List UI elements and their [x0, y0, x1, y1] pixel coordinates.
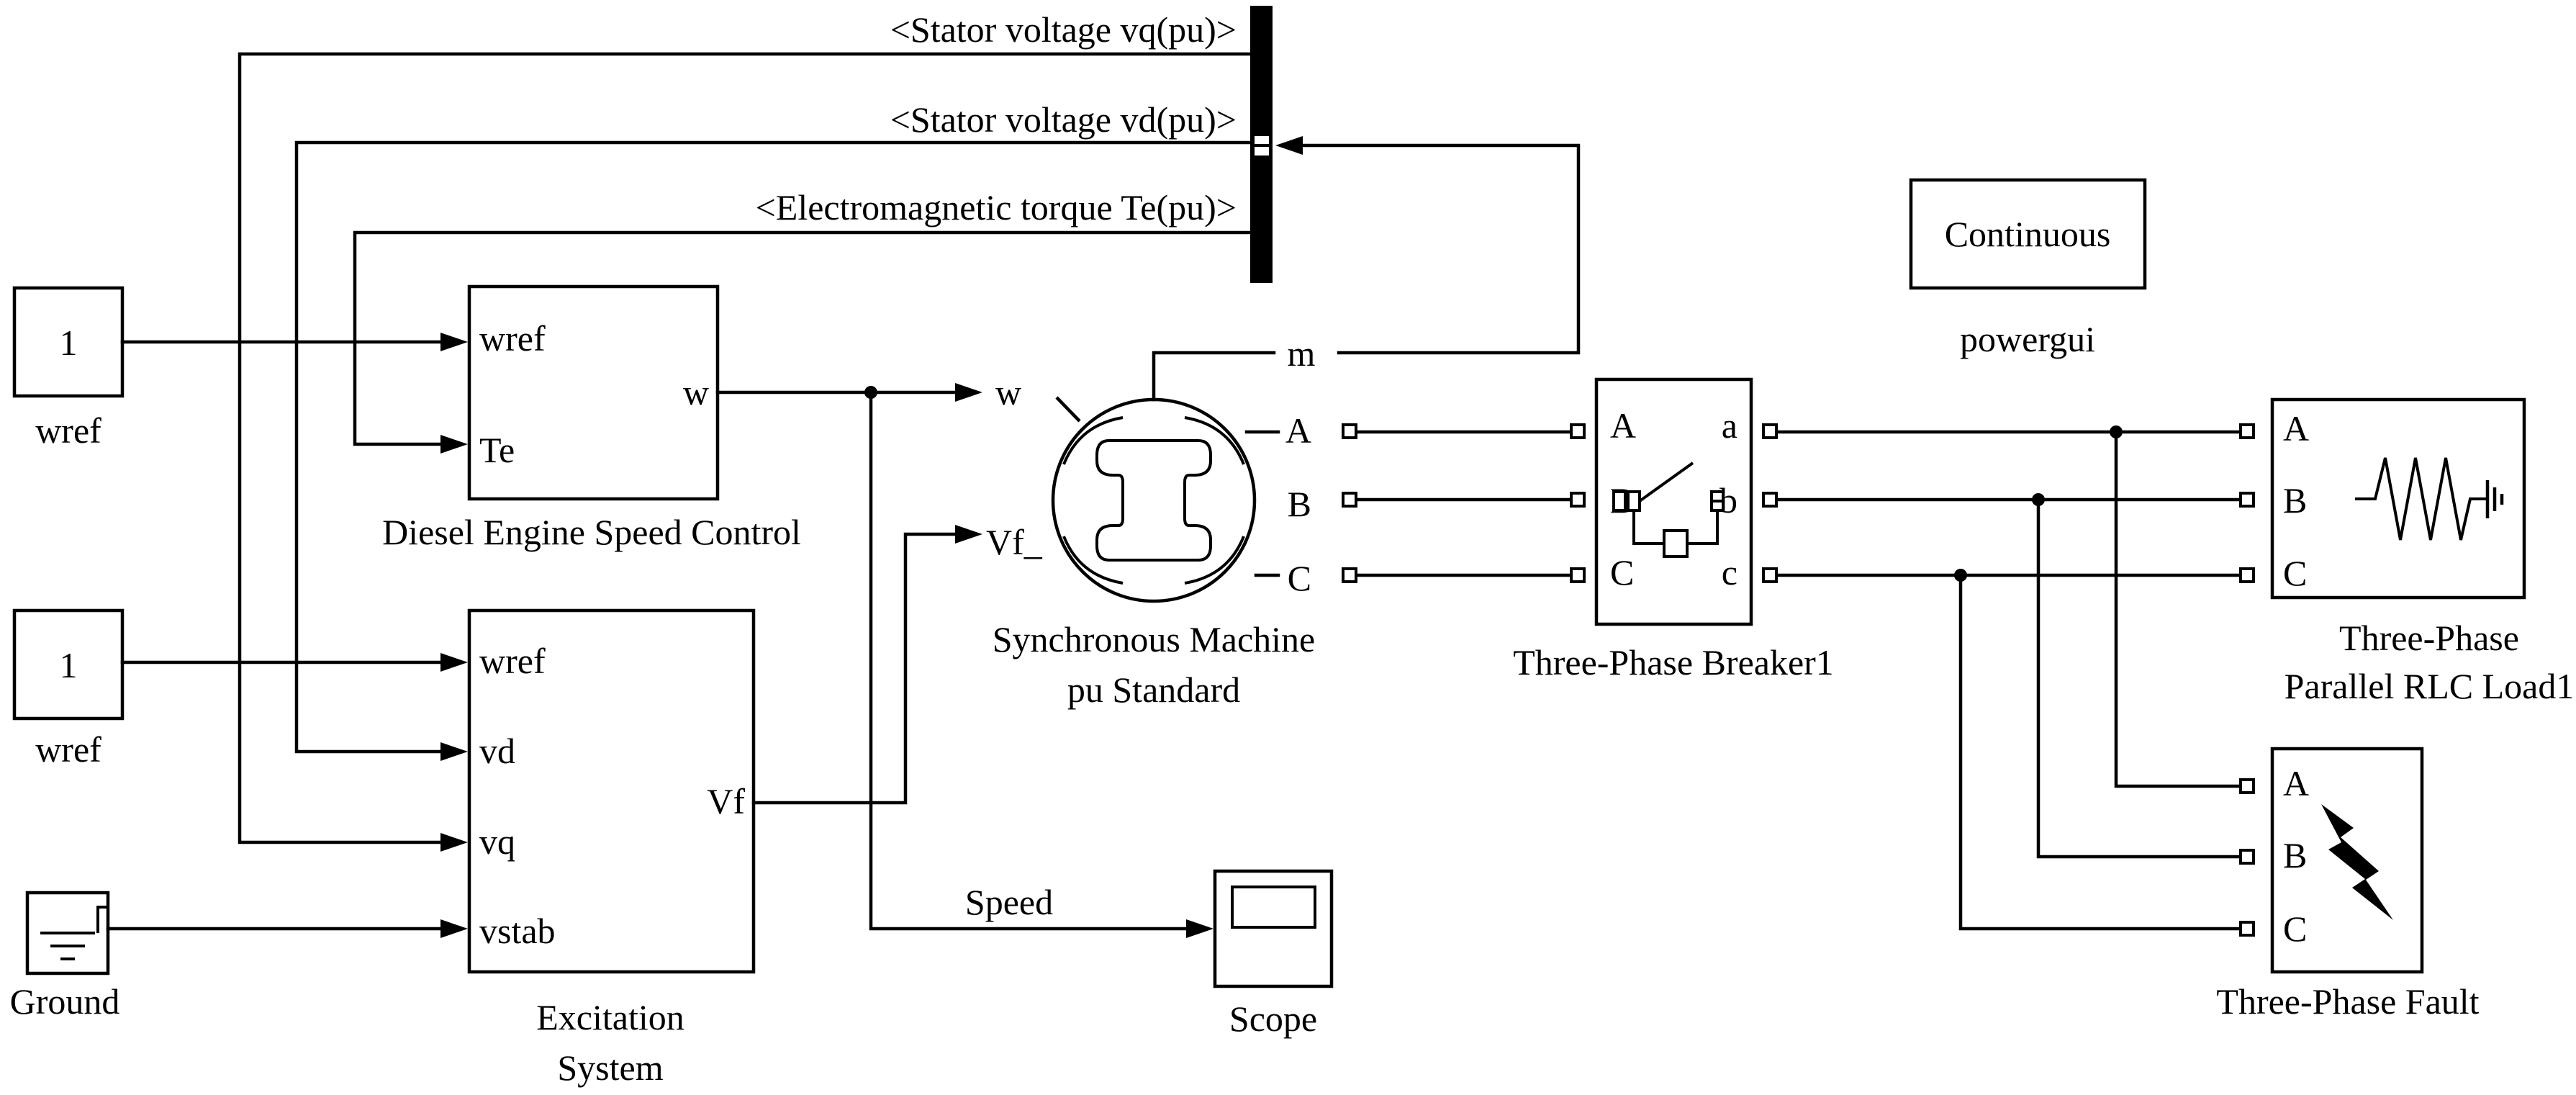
- diesel-out-w-label: w: [683, 372, 709, 413]
- rlc-load-name-line2: Parallel RLC Load1: [2284, 666, 2575, 706]
- excitation-in-vd-label: vd: [479, 731, 515, 771]
- diesel-in-te-label: Te: [479, 430, 515, 470]
- load-port-b-label: B: [2283, 480, 2307, 521]
- three-phase-breaker-name: Three-Phase Breaker1: [1513, 642, 1834, 682]
- fault-port-c-label: C: [2283, 909, 2307, 949]
- wref-constant-1-name: wref: [35, 410, 101, 451]
- signal-label-speed: Speed: [965, 882, 1053, 922]
- ground-icon: [40, 906, 108, 960]
- wref-constant-2-name: wref: [35, 729, 101, 770]
- junction-dots: [864, 386, 2123, 582]
- load-port-a-label: A: [2283, 408, 2309, 449]
- excitation-system-name-line2: System: [557, 1047, 663, 1088]
- scope-name: Scope: [1229, 999, 1317, 1039]
- lightning-icon: [2321, 804, 2393, 920]
- synchronous-machine-block[interactable]: [1051, 396, 1257, 603]
- synchronous-machine-name-line2: pu Standard: [1067, 670, 1240, 710]
- signal-label-te: <Electromagnetic torque Te(pu)>: [756, 187, 1237, 227]
- wref-constant-2-value: 1: [60, 645, 78, 685]
- signal-lines: [106, 52, 2248, 931]
- excitation-in-vq-label: vq: [479, 821, 515, 862]
- machine-port-a-label: A: [1285, 410, 1311, 451]
- ground-name: Ground: [10, 981, 120, 1022]
- fault-port-b-label: B: [2283, 835, 2307, 875]
- fault-port-a-label: A: [2283, 763, 2309, 803]
- powergui-mode: Continuous: [1945, 214, 2111, 254]
- signal-label-vd: <Stator voltage vd(pu)>: [890, 99, 1237, 140]
- machine-in-w-label: w: [995, 372, 1021, 413]
- machine-port-c-label: C: [1288, 558, 1311, 598]
- breaker-port-a-label: A: [1610, 405, 1636, 446]
- connection-ports: [1342, 423, 2255, 937]
- breaker-switch-icon: [1612, 461, 1725, 558]
- excitation-in-wref-label: wref: [479, 641, 546, 681]
- signal-label-vq: <Stator voltage vq(pu)>: [890, 9, 1237, 50]
- synchronous-machine-name-line1: Synchronous Machine: [993, 619, 1316, 659]
- breaker-port-c-label: C: [1610, 552, 1634, 592]
- rlc-load-name-line1: Three-Phase: [2339, 618, 2519, 658]
- machine-port-b-label: B: [1288, 484, 1311, 524]
- diesel-engine-speed-control-name: Diesel Engine Speed Control: [382, 512, 801, 552]
- wref-constant-2[interactable]: [12, 608, 125, 721]
- three-phase-fault-name: Three-Phase Fault: [2216, 981, 2479, 1022]
- machine-out-m-label: m: [1288, 333, 1316, 374]
- excitation-in-vstab-label: vstab: [479, 911, 556, 951]
- machine-in-vf-label: Vf_: [986, 522, 1043, 562]
- breaker-port-c-out-label: c: [1722, 552, 1737, 592]
- diesel-in-wref-label: wref: [479, 318, 546, 359]
- arrowheads: [440, 136, 1303, 938]
- breaker-port-a-out-label: a: [1722, 405, 1737, 446]
- powergui-block[interactable]: [1909, 178, 2147, 290]
- machine-rotor-icon: [1062, 416, 1245, 585]
- excitation-system-name-line1: Excitation: [536, 997, 684, 1037]
- wref-constant-1[interactable]: [12, 286, 125, 398]
- excitation-system-block[interactable]: [467, 608, 756, 974]
- excitation-out-vf-label: Vf: [707, 781, 745, 821]
- wref-constant-1-value: 1: [60, 323, 78, 363]
- load-port-c-label: C: [2283, 553, 2307, 593]
- scope-screen-icon: [1231, 886, 1316, 929]
- powergui-name: powergui: [1960, 319, 2095, 359]
- resistor-ground-icon: [2355, 457, 2504, 541]
